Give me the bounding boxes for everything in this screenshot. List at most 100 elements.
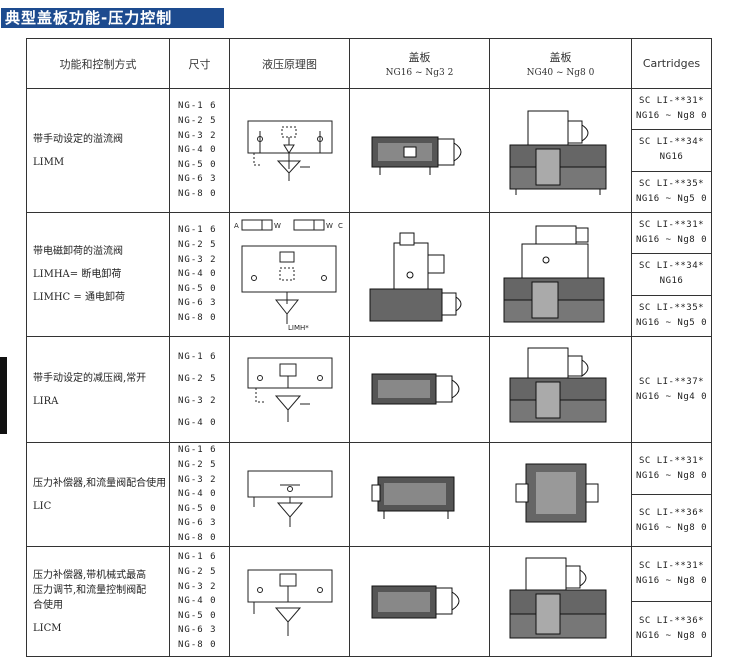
function-cell: 带电磁卸荷的溢流阀 LIMHA= 断电卸荷 LIMHC = 通电卸荷: [26, 212, 170, 337]
schematic-label-a: A: [234, 222, 239, 230]
function-cell: 带手动设定的溢流阀 LIMM: [26, 88, 170, 213]
cartridge-range: NG16 ~ Ng8 0: [635, 111, 708, 122]
side-index-tab: [0, 357, 7, 434]
function-variant: LIMHA= 断电卸荷: [33, 269, 122, 280]
size-item: NG-8 0: [178, 312, 217, 323]
cover-small-figure: [349, 336, 490, 443]
cover-large-figure: [489, 546, 632, 657]
header-cover-small-range: NG16 ~ Ng3 2: [385, 68, 454, 78]
size-list: NG-1 6 NG-2 5 NG-3 2 NG-4 0 NG-5 0 NG-6 …: [169, 442, 230, 547]
size-item: NG-3 2: [178, 474, 217, 485]
size-item: NG-5 0: [178, 159, 217, 170]
cartridge-code: SC LI-**37*: [638, 376, 705, 387]
cartridge-item: SC LI-**37* NG16 ~ Ng4 0: [632, 337, 711, 442]
cartridge-range: NG16 ~ Ng8 0: [635, 576, 708, 586]
header-schematic: 液压原理图: [229, 38, 350, 89]
size-item: NG-4 0: [178, 269, 217, 280]
size-item: NG-6 3: [178, 518, 217, 529]
size-item: NG-4 0: [178, 417, 217, 428]
size-list: NG-1 6 NG-2 5 NG-3 2 NG-4 0 NG-5 0 NG-6 …: [169, 88, 230, 213]
cartridge-item: SC LI-**34*NG16: [632, 129, 711, 170]
size-item: NG-3 2: [178, 581, 217, 592]
schematic-label-c: C: [338, 222, 343, 230]
size-item: NG-1 6: [178, 445, 217, 456]
size-list: NG-1 6 NG-2 5 NG-3 2 NG-4 0 NG-5 0 NG-6 …: [169, 212, 230, 337]
cartridge-range: NG16 ~ Ng5 0: [635, 193, 708, 204]
size-item: NG-8 0: [178, 188, 217, 199]
header-cover-large-range: NG40 ~ Ng8 0: [526, 68, 595, 78]
cover-large-figure: [489, 442, 632, 547]
cartridge-range: NG16: [659, 276, 684, 287]
size-item: NG-1 6: [178, 351, 217, 362]
cover-large-figure: [489, 336, 632, 443]
schematic-reducing-valve: [229, 336, 350, 443]
size-list: NG-1 6 NG-2 5 NG-3 2 NG-4 0 NG-5 0 NG-6 …: [169, 546, 230, 657]
cartridge-range: NG16 ~ Ng4 0: [635, 391, 708, 402]
cartridge-cell: SC LI-**31* NG16 ~ Ng8 0 SC LI-**36* NG16 …: [631, 546, 712, 657]
header-cover-large: 盖板 NG40 ~ Ng8 0: [489, 38, 632, 89]
schematic-unloading-relief: A W W C LIMH*: [229, 212, 350, 337]
size-item: NG-3 2: [178, 130, 217, 141]
schematic-relief-valve: [229, 88, 350, 213]
size-item: NG-4 0: [178, 489, 217, 500]
function-code: LIRA: [33, 395, 59, 407]
cartridge-range: NG16 ~ Ng8 0: [635, 235, 708, 246]
size-item: NG-6 3: [178, 174, 217, 185]
size-item: NG-6 3: [178, 298, 217, 309]
cartridge-item: SC LI-**35* NG16 ~ Ng5 0: [632, 170, 711, 212]
cartridge-code: SC LI-**31*: [638, 561, 705, 571]
cover-small-figure: [349, 442, 490, 547]
header-cartridges: Cartridges: [631, 38, 712, 89]
function-code: LIMM: [33, 156, 65, 168]
function-code: LIC: [33, 500, 52, 512]
size-item: NG-3 2: [178, 395, 217, 406]
header-cover-large-label: 盖板: [549, 51, 572, 64]
header-cover-small-label: 盖板: [408, 51, 431, 64]
cartridge-code: SC LI-**35*: [638, 178, 705, 189]
cartridge-item: SC LI-**31*NG16 ~ Ng8 0: [632, 213, 711, 253]
cartridge-cell: SC LI-**37* NG16 ~ Ng4 0: [631, 336, 712, 443]
function-variant: LIMHC = 通电卸荷: [33, 292, 125, 303]
cartridge-range: NG16 ~ Ng5 0: [635, 317, 708, 328]
function-desc: 合使用: [33, 599, 63, 611]
size-item: NG-6 3: [178, 625, 217, 636]
table-row: 压力补偿器,带机械式最高 压力调节,和流量控制阀配 合使用 LICM NG-1 …: [26, 546, 712, 657]
function-cell: 压力补偿器,带机械式最高 压力调节,和流量控制阀配 合使用 LICM: [26, 546, 170, 657]
cartridge-item: SC LI-**34*NG16: [632, 253, 711, 294]
cover-large-figure: [489, 88, 632, 213]
cartridge-code: SC LI-**31*: [638, 96, 705, 107]
size-item: NG-4 0: [178, 596, 217, 607]
schematic-compensator: [229, 442, 350, 547]
schematic-compensator-max-pressure: [229, 546, 350, 657]
size-item: NG-1 6: [178, 225, 217, 236]
cartridge-cell: SC LI-**31*NG16 ~ Ng8 0 SC LI-**34*NG16 …: [631, 212, 712, 337]
size-item: NG-8 0: [178, 532, 217, 543]
size-item: NG-3 2: [178, 254, 217, 265]
cartridge-range: NG16: [659, 152, 684, 163]
function-desc: 带电磁卸荷的溢流阀: [33, 246, 123, 257]
function-cell: 压力补偿器,和流量阀配合使用 LIC: [26, 442, 170, 547]
size-list: NG-1 6 NG-2 5 NG-3 2 NG-4 0: [169, 336, 230, 443]
function-desc: 压力补偿器,带机械式最高: [33, 569, 147, 581]
cartridge-code: SC LI-**36*: [638, 616, 705, 626]
size-item: NG-5 0: [178, 610, 217, 621]
table-row: 带手动设定的减压阀,常开 LIRA NG-1 6 NG-2 5 NG-3 2 N…: [26, 336, 712, 443]
cartridge-range: NG16 ~ Ng8 0: [635, 631, 708, 641]
page-title: 典型盖板功能-压力控制: [1, 8, 224, 28]
cartridge-cell: SC LI-**31*NG16 ~ Ng8 0 SC LI-**34*NG16 …: [631, 88, 712, 213]
size-item: NG-5 0: [178, 503, 217, 514]
cartridge-code: SC LI-**35*: [638, 302, 705, 313]
header-size: 尺寸: [169, 38, 230, 89]
size-item: NG-2 5: [178, 373, 217, 384]
schematic-label-w2: W: [326, 222, 333, 230]
cartridge-range: NG16 ~ Ng8 0: [635, 522, 708, 533]
cartridge-range: NG16 ~ Ng8 0: [635, 470, 708, 481]
cartridge-item: SC LI-**36*NG16 ~ Ng8 0: [632, 494, 711, 546]
cover-small-figure: [349, 212, 490, 337]
cartridge-cell: SC LI-**31*NG16 ~ Ng8 0 SC LI-**36*NG16 …: [631, 442, 712, 547]
schematic-label-w1: W: [274, 222, 281, 230]
function-cell: 带手动设定的减压阀,常开 LIRA: [26, 336, 170, 443]
table-row: 压力补偿器,和流量阀配合使用 LIC NG-1 6 NG-2 5 NG-3 2 …: [26, 442, 712, 547]
